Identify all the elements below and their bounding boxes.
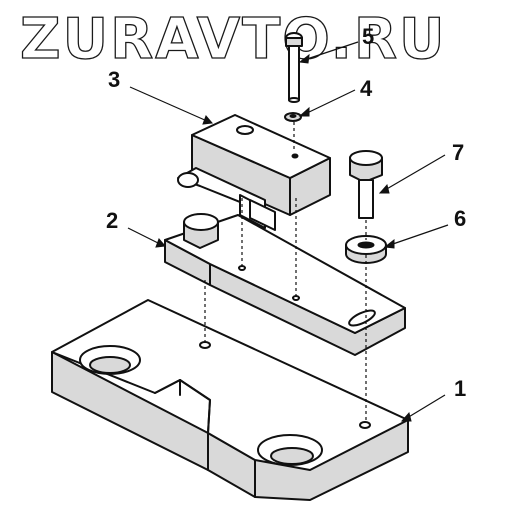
leader-lines — [127, 41, 449, 422]
microswitch-part-3 — [177, 114, 331, 231]
screw-part-5 — [285, 32, 303, 103]
small-washer-part-4 — [284, 112, 302, 122]
bolt-part-7 — [349, 150, 383, 219]
callout-4: 4 — [360, 76, 373, 101]
callout-7: 7 — [452, 140, 464, 165]
large-washer-part-6 — [345, 235, 387, 264]
callout-3: 3 — [108, 67, 120, 92]
assembly-axis-lines — [204, 122, 367, 422]
base-plate-part-1 — [51, 299, 409, 501]
callout-1: 1 — [454, 376, 466, 401]
callout-6: 6 — [454, 206, 466, 231]
watermark-text: ZURAVTO.RU — [20, 7, 447, 72]
callout-5: 5 — [362, 24, 374, 49]
bracket-bolt-head — [183, 213, 219, 249]
bracket-part-2 — [164, 214, 406, 356]
callout-2: 2 — [106, 208, 118, 233]
